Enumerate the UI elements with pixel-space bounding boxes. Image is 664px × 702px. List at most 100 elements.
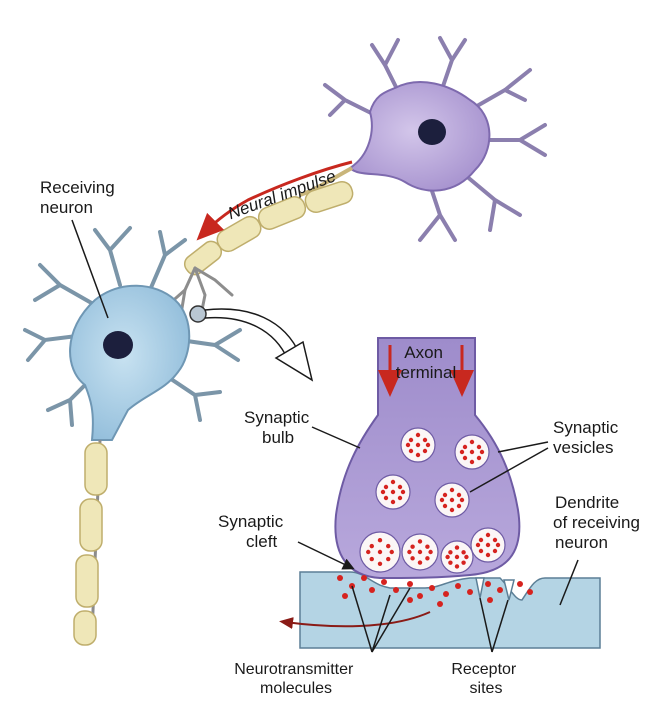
axon-terminal-label-line2: terminal [396, 363, 456, 382]
vesicle-neurotransmitter-dot [479, 538, 483, 542]
vesicle-neurotransmitter-dot [470, 450, 474, 454]
vesicle-neurotransmitter-dot [401, 490, 405, 494]
vesicle-neurotransmitter-dot [409, 449, 413, 453]
vesicle-neurotransmitter-dot [418, 539, 422, 543]
vesicle-neurotransmitter-dot [440, 498, 444, 502]
vesicle-neurotransmitter-dot [428, 550, 432, 554]
vesicle-neurotransmitter-dot [384, 496, 388, 500]
vesicle-neurotransmitter-dot [370, 557, 374, 561]
vesicle-neurotransmitter-dot [464, 555, 468, 559]
vesicle-neurotransmitter-dot [450, 498, 454, 502]
vesicle-neurotransmitter-dot [416, 433, 420, 437]
vesicle-neurotransmitter-dot [460, 450, 464, 454]
vesicle-neurotransmitter-dot [457, 493, 461, 497]
vesicle-neurotransmitter-dot [460, 498, 464, 502]
synaptic-bulb-label-group: Synaptic bulb [244, 408, 360, 448]
synaptic-vesicles-pointer-1 [498, 442, 548, 452]
vesicle-neurotransmitter-dot [445, 555, 449, 559]
vesicle-neurotransmitter-dot [476, 543, 480, 547]
zoom-arrow [205, 309, 312, 380]
vesicle-neurotransmitter-dot [463, 445, 467, 449]
synaptic-cleft-label-line2: cleft [246, 532, 277, 551]
synaptic-cleft-label-line1: Synaptic [218, 512, 284, 531]
axon-terminal-label: Axon terminal [396, 343, 456, 382]
neurotransmitter-molecule [342, 593, 348, 599]
receiving-axon-myelin [74, 440, 107, 645]
receiving-neuron-cell-body [70, 286, 189, 440]
vesicle-neurotransmitter-dot [386, 557, 390, 561]
neurotransmitter-molecule [361, 575, 367, 581]
vesicle-neurotransmitter-dot [450, 508, 454, 512]
vesicle-neurotransmitter-dot [496, 543, 500, 547]
vesicle-neurotransmitter-dot [391, 490, 395, 494]
receiving-neuron-nucleus [103, 331, 133, 359]
vesicle-neurotransmitter-dot [448, 560, 452, 564]
synaptic-cleft-label-group: Synaptic cleft [218, 512, 352, 568]
neurotransmitter-molecule [467, 589, 473, 595]
vesicle-neurotransmitter-dot [407, 550, 411, 554]
vesicle-neurotransmitter-dot [410, 545, 414, 549]
receptor-sites-label: Receptor sites [451, 661, 520, 697]
synaptic-vesicles-label-line2: vesicles [553, 438, 613, 457]
synaptic-vesicles-label-line1: Synaptic [553, 418, 619, 437]
vesicle-neurotransmitter-dot [425, 545, 429, 549]
vesicle-neurotransmitter-dot [455, 564, 459, 568]
receptor-sites-label-line2: sites [470, 680, 503, 697]
neurotransmitter-molecule [429, 585, 435, 591]
receiving-dendrite-block [300, 572, 600, 648]
dendrite-label-line2: of receiving [553, 513, 640, 532]
synaptic-bulb-pointer [312, 427, 360, 448]
neurotransmitter-molecule [417, 593, 423, 599]
vesicle-neurotransmitter-dot [455, 555, 459, 559]
receiving-neuron-label: Receiving neuron [40, 178, 119, 217]
receiving-neuron-label-line1: Receiving [40, 178, 115, 197]
vesicle-neurotransmitter-dot [479, 549, 483, 553]
vesicle-neurotransmitter-dot [425, 556, 429, 560]
neurotransmitter-molecule [407, 581, 413, 587]
vesicle-neurotransmitter-dot [366, 550, 370, 554]
sending-neuron-nucleus [418, 119, 446, 145]
synaptic-vesicles-label: Synaptic vesicles [553, 418, 623, 457]
receiving-neuron [25, 228, 240, 645]
vesicle-neurotransmitter-dot [390, 550, 394, 554]
vesicle-neurotransmitter-dot [391, 480, 395, 484]
synapse-contact-circle [190, 306, 206, 322]
vesicle-neurotransmitter-dot [493, 538, 497, 542]
neurotransmitter-molecule [497, 587, 503, 593]
vesicle-neurotransmitter-dot [378, 550, 382, 554]
vesicle-neurotransmitter-dot [477, 456, 481, 460]
vesicle-neurotransmitter-dot [480, 450, 484, 454]
vesicle-neurotransmitter-dot [443, 493, 447, 497]
vesicle-neurotransmitter-dot [418, 550, 422, 554]
neurotransmitter-molecule [337, 575, 343, 581]
neurotransmitter-molecule [407, 597, 413, 603]
neurotransmitter-molecule [381, 579, 387, 585]
neurotransmitter-molecule [369, 587, 375, 593]
vesicle-neurotransmitter-dot [398, 485, 402, 489]
vesicle-neurotransmitter-dot [418, 560, 422, 564]
neurotransmitter-molecule [455, 583, 461, 589]
vesicle-neurotransmitter-dot [455, 545, 459, 549]
neurotransmitter-molecule [487, 597, 493, 603]
vesicle-neurotransmitter-dot [398, 496, 402, 500]
vesicle-neurotransmitter-dot [486, 543, 490, 547]
vesicle-neurotransmitter-dot [493, 549, 497, 553]
vesicle-neurotransmitter-dot [461, 550, 465, 554]
neurotransmitter-molecule [517, 581, 523, 587]
vesicle-neurotransmitter-dot [378, 538, 382, 542]
neurotransmitter-molecule [393, 587, 399, 593]
vesicle-neurotransmitter-dot [457, 504, 461, 508]
dendrite-label: Dendrite of receiving neuron [553, 493, 645, 552]
sending-neuron [168, 38, 545, 320]
synaptic-bulb-label: Synaptic bulb [244, 408, 314, 447]
receptor-sites-label-line1: Receptor [451, 661, 517, 678]
receiving-neuron-label-line2: neuron [40, 198, 93, 217]
vesicle-neurotransmitter-dot [470, 440, 474, 444]
vesicle-neurotransmitter-dot [416, 453, 420, 457]
vesicle-neurotransmitter-dot [463, 456, 467, 460]
dendrite-label-line3: neuron [555, 533, 608, 552]
vesicle-neurotransmitter-dot [409, 438, 413, 442]
vesicle-neurotransmitter-dot [378, 562, 382, 566]
vesicle-neurotransmitter-dot [370, 544, 374, 548]
